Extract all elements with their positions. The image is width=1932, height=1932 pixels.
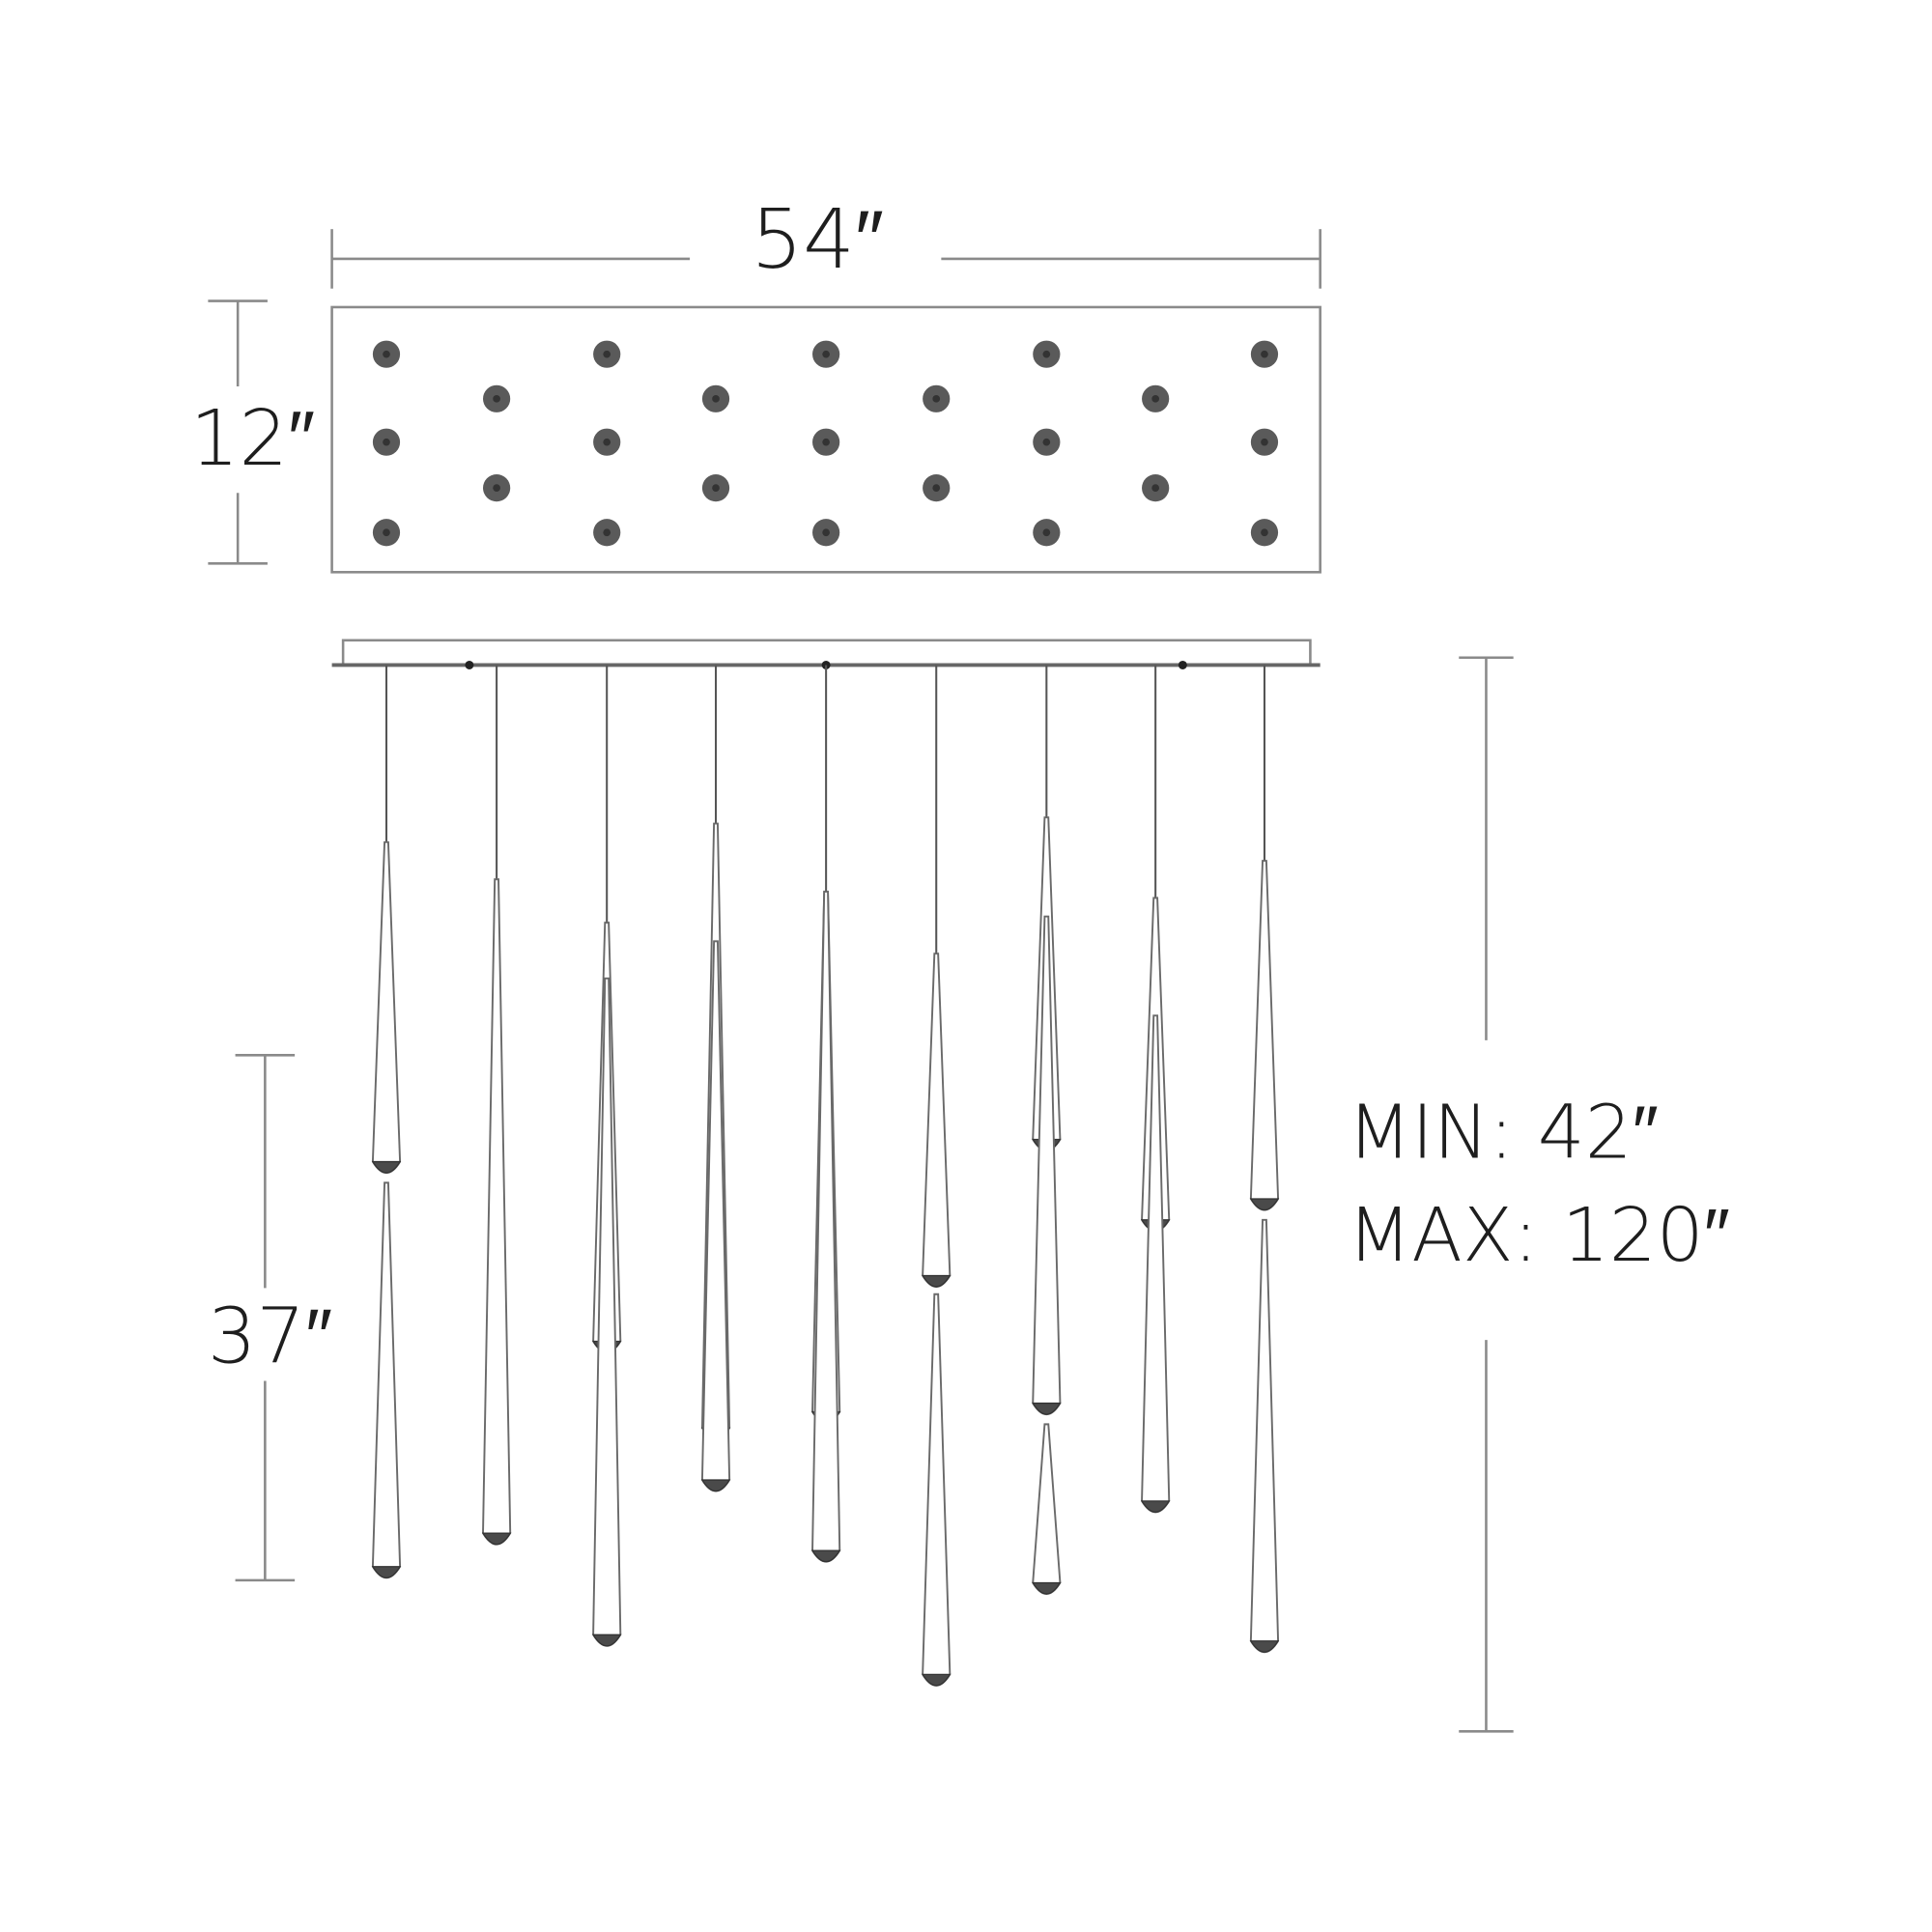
pendant-cap [1032,1402,1062,1415]
pendant-glass [1032,915,1062,1416]
canopy-port-center [1261,438,1268,446]
canopy-port-center [932,484,941,492]
pendant-cap [371,1160,402,1174]
canopy-port-center [1042,528,1051,537]
canopy-port-center [712,484,720,492]
canopy-port-center [383,528,390,537]
canopy-port-center [383,350,390,358]
fixture-height-label: 37″ [208,1291,332,1380]
pendant-glass [922,952,952,1288]
canopy-port-center [603,528,611,537]
width-dimension: 54″ [330,191,1321,289]
canopy-port-center [383,438,390,446]
pendant-glass [922,1293,952,1687]
pendant-glass [1249,1218,1280,1654]
canopy-side-view [331,639,1321,669]
pendant-cap [810,1549,841,1563]
pendant-cap [1249,1198,1280,1211]
depth-dimension: 12″ [190,299,315,565]
pendant-cap [371,1566,402,1578]
canopy-port-center [1042,350,1051,358]
pendant-glass [1249,860,1280,1211]
fixture-height-dimension: 37″ [208,1054,332,1582]
pendant-cap [481,1532,512,1546]
canopy-port-center [1042,438,1051,446]
canopy-port-center [493,394,500,403]
width-label: 54″ [751,191,884,287]
canopy-port-center [1151,394,1159,403]
canopy-screw [465,660,474,669]
min-height-label: MIN: 42″ [1348,1091,1659,1177]
pendant-cap [921,1673,952,1687]
pendant-glass [371,840,402,1175]
canopy-port-center [493,484,500,492]
pendants [371,665,1280,1687]
canopy-port-center [822,438,830,446]
canopy-port-dots [372,340,1279,547]
canopy-port-center [1261,350,1268,358]
canopy-port-center [822,528,830,537]
pendant-glass [482,878,512,1546]
pendant-glass [371,1181,402,1579]
pendant-cap [1140,1500,1171,1514]
max-height-label: MAX: 120″ [1348,1193,1730,1279]
canopy-port-center [932,394,941,403]
canopy-screw [1178,660,1187,669]
canopy-port-center [1261,528,1268,537]
pendant-cap [1032,1581,1062,1595]
canopy-top-view [330,305,1321,574]
canopy-port-center [1151,484,1159,492]
pendant-cap [591,1634,622,1647]
pendant-cap [921,1274,952,1288]
pendant-glass [1032,1423,1062,1595]
depth-label: 12″ [190,393,315,483]
pendant-cap [1249,1640,1280,1653]
overall-height-dimension: MIN: 42″ MAX: 120″ [1348,656,1730,1733]
canopy-port-center [822,350,830,358]
canopy-port-center [603,438,611,446]
pendant-cap [700,1479,731,1492]
canopy-port-center [712,394,720,403]
canopy-port-center [603,350,611,358]
